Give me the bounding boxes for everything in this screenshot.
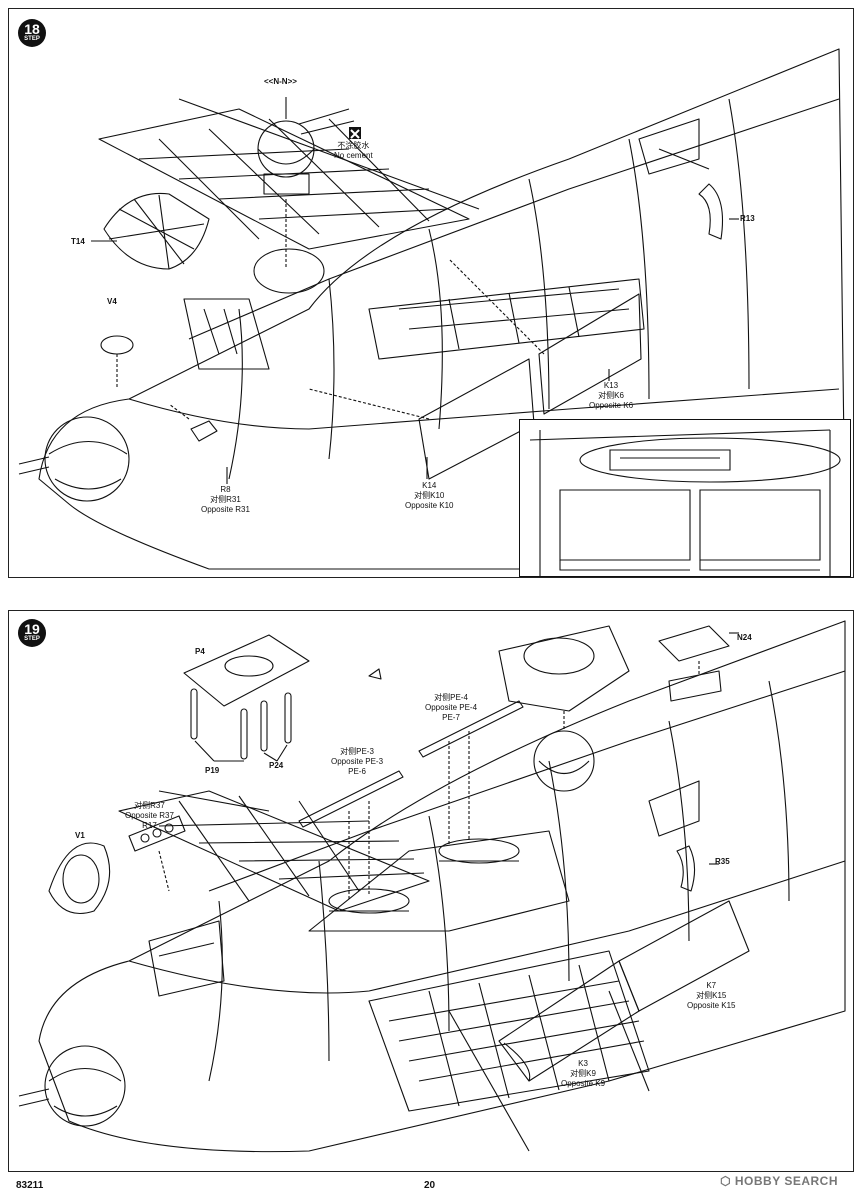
part-label-k13: K13 对侧K6 Opposite K6 [589,381,633,411]
section-marker: <<N-N>> [264,77,297,86]
part-en-k14: Opposite K10 [405,501,454,510]
instruction-page-19: 18 STEP <<N-N>> 不涂胶水 No cement T14 V4 R8… [8,8,854,578]
part-en-pe4: Opposite PE-4 [425,703,478,712]
watermark-text: HOBBY SEARCH [734,1174,838,1188]
part-code-k3: K3 [578,1059,588,1068]
inset-detail-bomb-bay [519,419,851,577]
part-en-k3: Opposite K9 [561,1079,606,1088]
part-label-pe4: 对侧PE-4 Opposite PE-4 PE-7 [425,693,477,723]
part-label-pe3: 对侧PE-3 Opposite PE-3 PE-6 [331,747,383,777]
part-label-v1: V1 [75,831,85,840]
step-badge: 18 STEP [18,19,46,47]
part-label-n24: N24 [737,633,752,642]
part-label-k3: K3 对侧K9 Opposite K9 [561,1059,605,1089]
part-code-k7: K7 [706,981,717,990]
hobby-search-watermark: ⬡ HOBBY SEARCH [720,1174,838,1188]
step-18-assembly-drawing [18,48,846,570]
part-en-k7: Opposite K15 [687,1001,736,1010]
part-label-r35: R35 [715,857,730,866]
part-code-pe6: PE-6 [348,767,366,776]
part-zh-k14: 对侧K10 [414,491,445,500]
no-cement-en: No cement [334,151,373,160]
part-zh-r37: 对侧R37 [134,801,165,810]
part-zh-k7: 对侧K15 [696,991,727,1000]
step-word: STEP [24,636,40,642]
part-label-k7: K7 对侧K15 Opposite K15 [687,981,735,1011]
part-zh-r8: 对侧R31 [210,495,241,504]
part-label-p4: P4 [195,647,205,656]
page-number-bottom: 20 [424,1180,436,1191]
part-label-r13: R13 [740,214,755,223]
part-en-pe3: Opposite PE-3 [331,757,384,766]
part-label-r37: 对侧R37 Opposite R37 R17 [125,801,174,831]
part-code-pe7: PE-7 [442,713,460,722]
part-zh-pe3: 对侧PE-3 [340,747,374,756]
step-number: 18 [24,21,40,37]
no-cement-note: 不涂胶水 No cement [334,141,373,161]
part-zh-k3: 对侧K9 [570,1069,596,1078]
part-code-r8: R8 [220,485,231,494]
part-label-p19: P19 [205,766,220,775]
kit-number-bottom: 83211 [16,1180,44,1191]
step-number: 19 [24,621,40,637]
part-code-r17: R17 [142,821,157,830]
part-en-r8: Opposite R31 [201,505,250,514]
part-label-v4: V4 [107,297,117,306]
part-code-k13: K13 [603,381,619,390]
step-badge: 19 STEP [18,619,46,647]
hobby-search-logo-icon: ⬡ [720,1174,735,1188]
step-19-assembly-drawing [18,620,846,1153]
no-cement-zh: 不涂胶水 [337,141,370,150]
instruction-page-20: 19 STEP P4 P19 P24 对侧PE-4 Opposite PE-4 … [8,610,854,1172]
part-label-t14: T14 [71,237,85,246]
inset-drawing [529,429,841,576]
part-en-k13: Opposite K6 [589,401,634,410]
part-label-r8: R8 对侧R31 Opposite R31 [201,485,250,515]
part-zh-k13: 对侧K6 [598,391,624,400]
part-zh-pe4: 对侧PE-4 [434,693,468,702]
part-code-k14: K14 [422,481,437,490]
part-label-p24: P24 [269,761,284,770]
step-word: STEP [24,36,40,42]
part-en-r37: Opposite R37 [125,811,174,820]
part-label-k14: K14 对侧K10 Opposite K10 [405,481,453,511]
no-cement-icon [349,127,361,139]
